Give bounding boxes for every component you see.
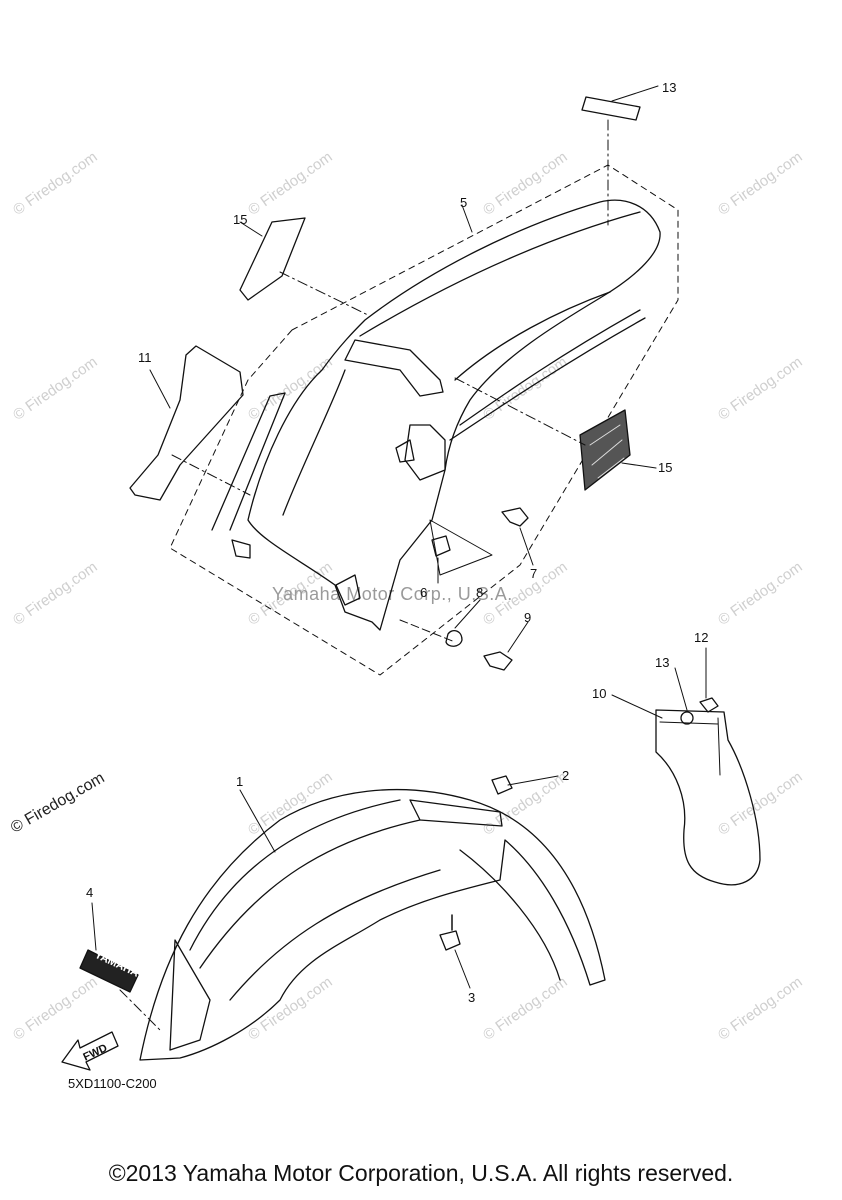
callout-6: 6 <box>420 585 428 600</box>
part-14-tape <box>581 96 641 121</box>
part-11-plate <box>129 345 244 501</box>
part-9-bolt <box>483 651 513 671</box>
callout-15-right: 15 <box>658 460 673 475</box>
fwd-arrow-icon: FWD <box>61 1031 119 1071</box>
callout-8: 8 <box>476 585 484 600</box>
callout-1: 1 <box>236 774 244 789</box>
part-15-pad-left <box>239 217 306 301</box>
callout-15: 15 <box>233 212 248 227</box>
watermark-center: Yamaha Motor Corp., U.S.A. <box>272 584 513 604</box>
part-12-bolt <box>699 697 719 713</box>
part-5-rear-fender <box>211 199 661 631</box>
part-3-bolt <box>439 930 461 951</box>
part-2-nut <box>491 775 513 795</box>
part-4-decal: YAMAHA <box>79 949 141 993</box>
callout-10: 10 <box>592 686 607 701</box>
callout-9: 9 <box>524 610 532 625</box>
callout-4: 4 <box>86 885 94 900</box>
callout-7: 7 <box>530 566 538 581</box>
callout-3: 3 <box>468 990 476 1005</box>
callout-2: 2 <box>562 768 570 783</box>
part-1-front-fender <box>139 788 606 1061</box>
assembly-dashed-outline <box>169 164 679 676</box>
part-6-nut <box>431 535 451 557</box>
part-7-bolt <box>501 507 529 527</box>
callout-14: 13 <box>662 80 677 95</box>
part-15-pad-right <box>579 409 631 491</box>
part-10-mud-flap <box>655 709 761 886</box>
part-13-washer <box>680 711 694 725</box>
callout-11: 11 <box>138 350 152 365</box>
part-8-washer <box>445 629 463 647</box>
callout-13: 13 <box>655 655 670 670</box>
callout-5: 5 <box>460 195 468 210</box>
copyright-notice: ©2013 Yamaha Motor Corporation, U.S.A. A… <box>108 1160 734 1186</box>
diagram-code: 5XD1100-C200 <box>68 1076 157 1091</box>
callout-12: 12 <box>694 630 709 645</box>
